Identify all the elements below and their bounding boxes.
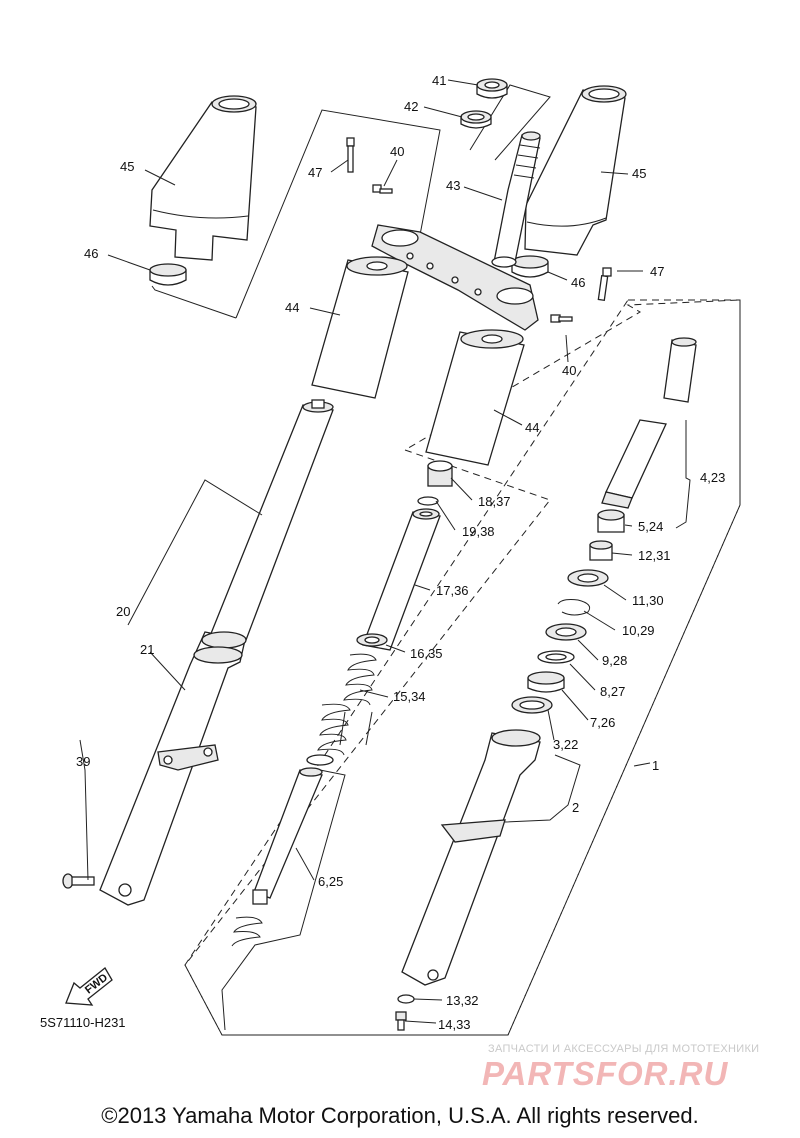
label-16-35: 16,35 [410,646,443,661]
label-12-31: 12,31 [638,548,671,563]
label-45-right: 45 [632,166,646,181]
label-40-right: 40 [562,363,576,378]
washer-8-27 [537,650,575,664]
label-19-38: 19,38 [462,524,495,539]
bolt-40-right [550,314,573,323]
fwd-arrow-icon: FWD [65,967,113,1006]
label-17-36: 17,36 [436,583,469,598]
label-10-29: 10,29 [622,623,655,638]
dust-seal-42 [460,110,492,129]
washer-13-32 [397,994,415,1004]
cap-bolt-18-37 [427,460,453,487]
bolt-14-33 [395,1011,407,1031]
label-5-24: 5,24 [638,519,663,534]
label-44-right: 44 [525,420,539,435]
seal-7-26 [527,671,565,693]
upper-bracket-frame [235,109,441,319]
label-47-right: 47 [650,264,664,279]
label-20: 20 [116,604,130,619]
label-43: 43 [446,178,460,193]
label-21: 21 [140,642,154,657]
label-6-25: 6,25 [318,874,343,889]
label-7-26: 7,26 [590,715,615,730]
label-45-left: 45 [120,159,134,174]
label-4-23: 4,23 [700,470,725,485]
inner-tube-20 [209,399,334,641]
under-bracket [371,224,539,331]
callout-labels: 41 42 43 45 45 46 46 47 47 40 40 44 44 1… [76,73,725,1032]
label-46-left: 46 [84,246,98,261]
label-46-right: 46 [571,275,585,290]
bolt-40-left [372,184,393,194]
label-44-left: 44 [285,300,299,315]
spring-15-34 [317,653,377,756]
clip-ring [306,754,334,766]
label-14-33: 14,33 [438,1017,471,1032]
tube-44-left [311,256,409,399]
fork-cover-right [524,85,627,256]
right-fork-dashed-frame [184,299,741,1036]
label-11-30: 11,30 [632,593,664,608]
label-18-37: 18,37 [478,494,511,509]
label-15-34: 15,34 [393,689,426,704]
label-8-27: 8,27 [600,684,625,699]
axle-bolt-39 [62,873,95,889]
rebound-spring [231,916,263,947]
seal-46-right [511,255,549,278]
upper-group-frame [151,285,237,319]
oring-19-38 [417,496,439,506]
label-39: 39 [76,754,90,769]
bolt-47-left [346,137,355,173]
leader-lines [79,79,691,1031]
oil-seal-11-30 [567,569,609,587]
bolt-47-right [597,267,612,302]
outer-slider-21 [99,631,247,906]
outer-tube-2 [401,729,541,986]
label-40-left: 40 [390,144,404,159]
label-2: 2 [572,800,579,815]
label-42: 42 [404,99,418,114]
seal-9-28 [545,623,587,641]
inner-tube-4-23 [601,337,697,509]
bearing-41 [476,78,508,99]
spacer-17-36 [362,508,441,651]
seal-46-left [149,263,187,286]
label-3-22: 3,22 [553,737,578,752]
label-41: 41 [432,73,446,88]
fork-cover-left [149,95,257,261]
bushing-5-24 [597,509,625,533]
circlip-10-29 [557,599,591,616]
label-1: 1 [652,758,659,773]
copyright-notice: ©2013 Yamaha Motor Corporation, U.S.A. A… [101,1103,699,1128]
bushing-12-31 [589,540,613,561]
dust-seal-3-22 [511,696,553,714]
diagram-code: 5S71110-H231 [40,1015,126,1030]
label-47-left: 47 [308,165,322,180]
label-9-28: 9,28 [602,653,627,668]
damper-rod-6-25 [252,767,323,905]
watermark-tagline: ЗАПЧАСТИ И АКСЕССУАРЫ ДЛЯ МОТОТЕХНИКИ [488,1043,760,1055]
tube-44-right [425,329,525,466]
steering-stem-43 [491,131,541,268]
washer-16-35 [356,633,388,647]
watermark-logo: PARTSFOR.RU [482,1055,729,1092]
label-13-32: 13,32 [446,993,479,1008]
